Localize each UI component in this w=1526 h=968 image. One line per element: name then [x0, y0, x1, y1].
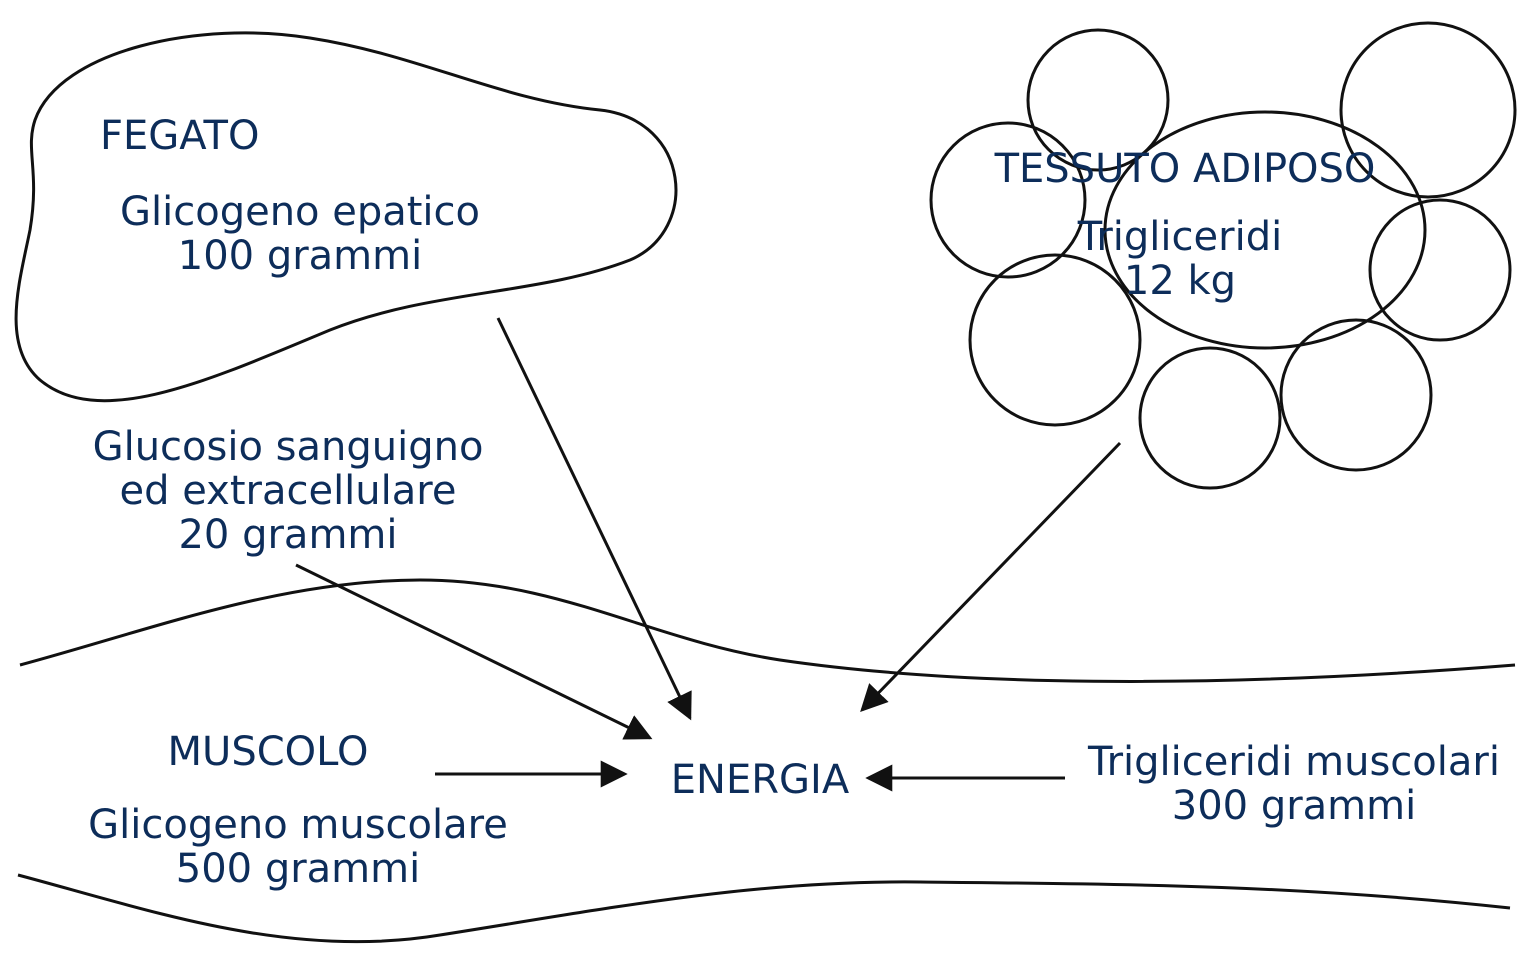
liver-title: FEGATO	[100, 113, 260, 159]
blood-line1: Glucosio sanguigno	[92, 424, 484, 470]
muscle-content-line1: Glicogeno muscolare	[88, 802, 508, 848]
blood-line3: 20 grammi	[178, 512, 398, 558]
muscle-triglycerides-label: Trigliceridi muscolari 300 grammi	[1062, 740, 1526, 828]
adipose-content: Trigliceridi 12 kg	[1030, 215, 1330, 303]
adipose-content-line2: 12 kg	[1123, 258, 1237, 304]
blood-line2: ed extracellulare	[119, 468, 457, 514]
muscle-title: MUSCOLO	[167, 729, 369, 775]
muscle-lower-boundary	[17, 873, 1511, 944]
muscle-triglycerides-line1: Trigliceridi muscolari	[1088, 739, 1500, 785]
arrow-blood-to-energy	[295, 563, 653, 740]
liver-content: Glicogeno epatico 100 grammi	[60, 190, 540, 278]
liver-outline	[14, 31, 678, 403]
adipose-title: TESSUTO ADIPOSO	[994, 146, 1376, 192]
arrow-liver-to-energy	[496, 317, 692, 721]
arrow-adipose-to-energy	[860, 441, 1122, 712]
adipose-content-line1: Trigliceridi	[1077, 214, 1283, 260]
adipose-tissue-outline	[929, 21, 1517, 490]
energy-label: ENERGIA	[670, 757, 850, 803]
muscle-content: Glicogeno muscolare 500 grammi	[48, 803, 548, 891]
muscle-triglycerides-line2: 300 grammi	[1171, 783, 1417, 829]
muscle-content-line2: 500 grammi	[175, 846, 421, 892]
liver-content-line1: Glicogeno epatico	[120, 189, 480, 235]
blood-glucose-label: Glucosio sanguigno ed extracellulare 20 …	[38, 425, 538, 557]
liver-content-line2: 100 grammi	[177, 233, 423, 279]
muscle-upper-boundary	[19, 578, 1516, 683]
